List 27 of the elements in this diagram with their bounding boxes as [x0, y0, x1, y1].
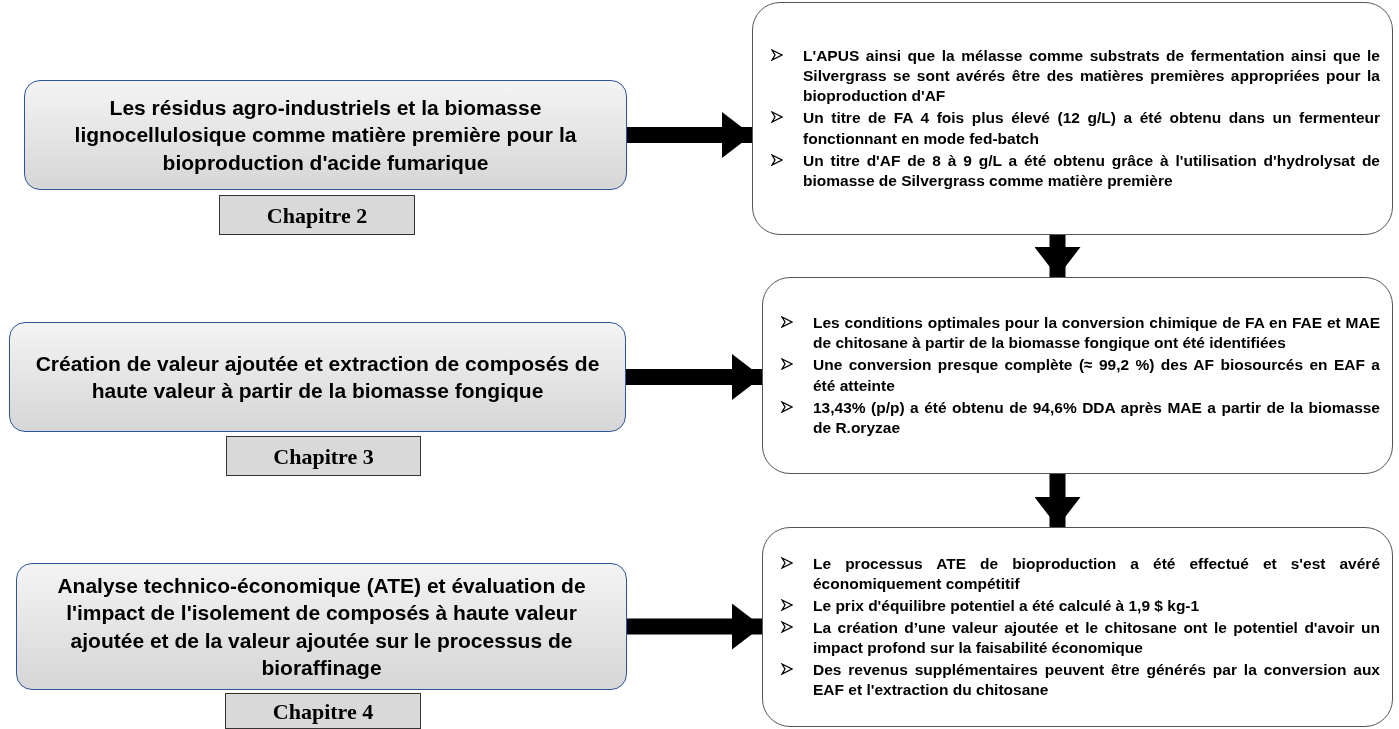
- topic-box: [16, 563, 627, 690]
- findings-box: [752, 2, 1393, 235]
- topic-box: [24, 80, 627, 190]
- finding-text: L'APUS ainsi que la mélasse comme substrats de fermentation ainsi que le Silvergrass se sont avérés être des matières premières appropriées pour la bioproduction d'AF: [803, 46, 1380, 107]
- finding-text: Des revenus supplémentaires peuvent être générés par la conversion aux EAF et l'extraction du chitosane: [813, 660, 1380, 701]
- findings-box: [762, 277, 1393, 474]
- finding-text: Les conditions optimales pour la conversion chimique de FA en FAE et MAE de chitosane à partir de la biomasse fongique ont été identifiées: [813, 313, 1380, 354]
- chapter-label: Chapitre 4: [225, 693, 421, 729]
- block-arrow: [627, 603, 762, 650]
- topic-box: [9, 322, 626, 432]
- finding-text: Le processus ATE de bioproduction a été effectué et s'est avéré économiquement compétitif: [813, 553, 1380, 594]
- finding-text: 13,43% (p/p) a été obtenu de 94,6% DDA après MAE a partir de la biomasse de R.oryzae: [813, 397, 1380, 438]
- block-arrow: [627, 112, 752, 158]
- finding-text: Un titre d'AF de 8 à 9 g/L a été obtenu grâce à l'utilisation d'hydrolysat de biomasse de Silvergrass comme matière première: [803, 150, 1380, 191]
- finding-text: Un titre de FA 4 fois plus élevé (12 g/L) a été obtenu dans un fermenteur fonctionnant en mode fed-batch: [803, 108, 1380, 149]
- finding-text: Le prix d'équilibre potentiel a été calculé à 1,9 $ kg-1: [813, 595, 1200, 616]
- topic-text: Analyse technico-économique (ATE) et évaluation de l'impact de l'isolement de composés à haute valeur ajoutée et de la valeur ajoutée sur le processus de bioraffinage: [56, 572, 587, 681]
- topic-text: Les résidus agro-industriels et la biomasse lignocellulosique comme matière première pour la bioproduction d'acide fumarique: [73, 95, 578, 176]
- block-arrow: [1034, 474, 1081, 527]
- findings-box: [762, 527, 1393, 727]
- block-arrow: [1034, 235, 1081, 277]
- topic-text: Création de valeur ajoutée et extraction de composés de haute valeur à partir de la biomasse fongique: [34, 350, 601, 404]
- finding-text: La création d’une valeur ajoutée et le chitosane ont le potentiel d'avoir un impact profond sur la faisabilité économique: [813, 617, 1380, 659]
- chapter-label: Chapitre 2: [219, 195, 415, 235]
- finding-text: Une conversion presque complète (≈ 99,2 %) des AF biosourcés en EAF a été atteinte: [813, 355, 1380, 396]
- chapter-label: Chapitre 3: [226, 436, 421, 476]
- block-arrow: [626, 354, 762, 400]
